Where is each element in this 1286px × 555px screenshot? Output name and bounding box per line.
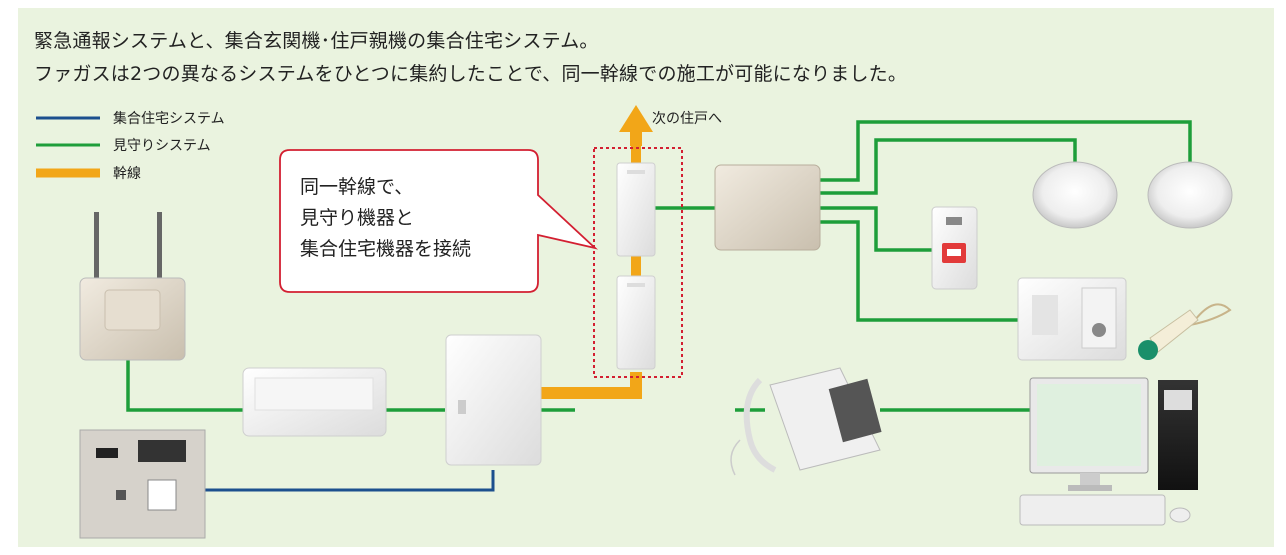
wireless-repeater	[79, 212, 186, 361]
callout-bubble	[279, 149, 599, 293]
trunk-line	[540, 105, 653, 399]
callout-line-2: 見守り機器と	[300, 207, 415, 229]
legend-label-housing: 集合住宅システム	[113, 111, 225, 127]
legend-label-monitor: 見守りシステム	[113, 138, 211, 154]
intro-line-2: ファガスは2つの異なるシステムをひとつに集約したことで、同一幹線での施工が可能に…	[34, 63, 908, 85]
arrow-up-icon	[619, 105, 653, 132]
pull-cord-panel	[1017, 277, 1127, 361]
entrance-intercom-panel	[79, 429, 206, 539]
pendant-call-switch	[1138, 303, 1232, 360]
ceiling-sensor-2	[1147, 161, 1233, 229]
next-unit-label: 次の住戸へ	[652, 111, 722, 127]
distribution-box	[445, 334, 542, 466]
shared-trunk-highlight	[593, 147, 683, 378]
master-intercom-phone	[730, 367, 882, 476]
management-pc	[1019, 377, 1198, 526]
monitor-unit	[714, 164, 821, 251]
control-box	[242, 367, 387, 437]
intro-line-1: 緊急通報システムと、集合玄関機･住戸親機の集合住宅システム。	[34, 30, 599, 52]
callout-text: 同一幹線で、 見守り機器と 集合住宅機器を接続	[300, 172, 540, 265]
monitor-wiring	[126, 120, 1192, 412]
terminal-adapter-upper	[616, 162, 656, 257]
terminal-adapter-lower	[616, 275, 656, 370]
ceiling-sensor-1	[1032, 161, 1118, 229]
legend-label-trunk: 幹線	[113, 166, 141, 182]
housing-wiring	[205, 470, 495, 492]
callout-line-3: 集合住宅機器を接続	[300, 238, 472, 260]
callout-line-1: 同一幹線で、	[300, 176, 414, 198]
emergency-button	[931, 206, 978, 290]
